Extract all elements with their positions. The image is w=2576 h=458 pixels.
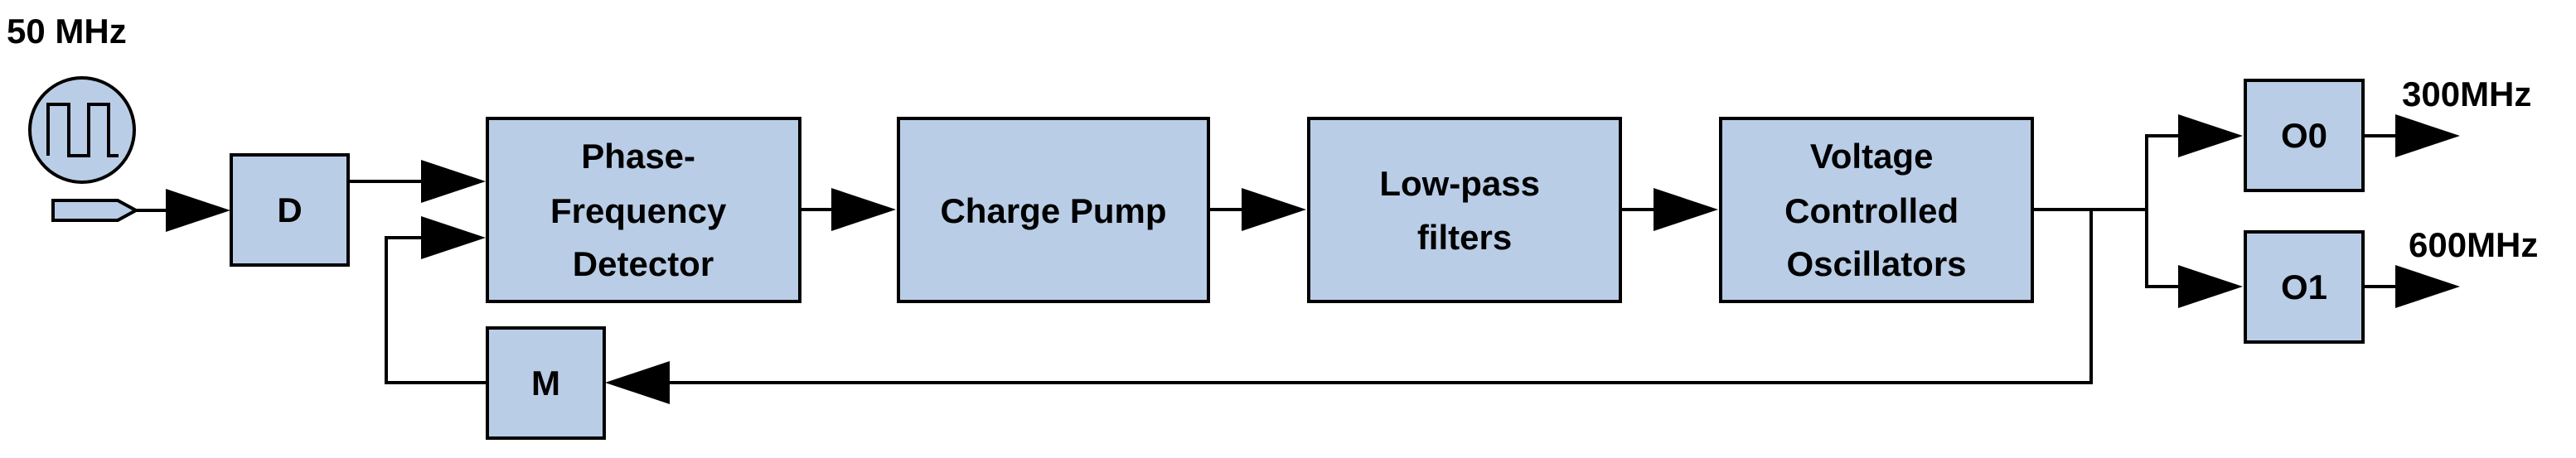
arrow-into-vco [1654,188,1718,231]
arrow-out1-output [2395,265,2460,308]
arrow-out0-output [2395,114,2460,157]
vco-label: Voltage Controlled Oscillators [1784,137,1968,283]
arrow-into-divider [166,189,230,232]
divider-block: D [230,153,350,267]
input-frequency-label: 50 MHz [7,12,127,51]
output-0-block: O0 [2244,79,2365,192]
phase-frequency-detector-block: Phase- Frequency Detector [486,117,801,303]
wire-branch-to-out0 [2145,134,2180,210]
arrow-into-charge-pump [831,188,896,231]
wire-feedback-to-pfd [385,236,487,384]
arrow-into-feedback-divider [605,361,670,404]
input-port-icon [51,199,140,222]
output-1-label: O1 [2281,268,2327,306]
pfd-label: Phase- Frequency Detector [550,137,736,283]
feedback-divider-block: M [486,326,606,440]
output-1-frequency-label: 600MHz [2409,225,2538,264]
low-pass-filters-block: Low-pass filters [1307,117,1622,303]
arrow-into-lpf [1242,188,1306,231]
arrow-into-pfd-top [421,160,486,203]
wire-feedback-path [670,210,2093,384]
clock-source-icon [28,76,136,184]
arrow-into-pfd-bottom [421,216,486,259]
divider-label: D [277,190,302,229]
arrow-into-out1 [2178,265,2243,308]
pfd-label-line: Phase- [581,137,695,176]
vco-label-line: Oscillators [1786,244,1966,283]
output-0-label: O0 [2281,116,2327,155]
charge-pump-label-line: Charge Pump [940,191,1166,230]
charge-pump-label: Charge Pump [940,191,1166,230]
output-0-frequency-label: 300MHz [2402,75,2531,113]
pfd-label-line: Frequency [550,191,727,230]
charge-pump-block: Charge Pump [897,117,1210,303]
lpf-label-line: filters [1417,218,1512,257]
lpf-label: Low-pass filters [1379,164,1549,257]
output-1-block: O1 [2244,230,2365,344]
vco-label-line: Controlled [1784,191,1959,230]
vco-label-line: Voltage [1810,137,1934,176]
wire-branch-to-out1 [2145,210,2180,288]
lpf-label-line: Low-pass [1379,164,1540,203]
voltage-controlled-oscillators-block: Voltage Controlled Oscillators [1719,117,2034,303]
feedback-divider-label: M [531,364,560,403]
arrow-into-out0 [2178,114,2243,157]
pfd-label-line: Detector [573,244,714,283]
